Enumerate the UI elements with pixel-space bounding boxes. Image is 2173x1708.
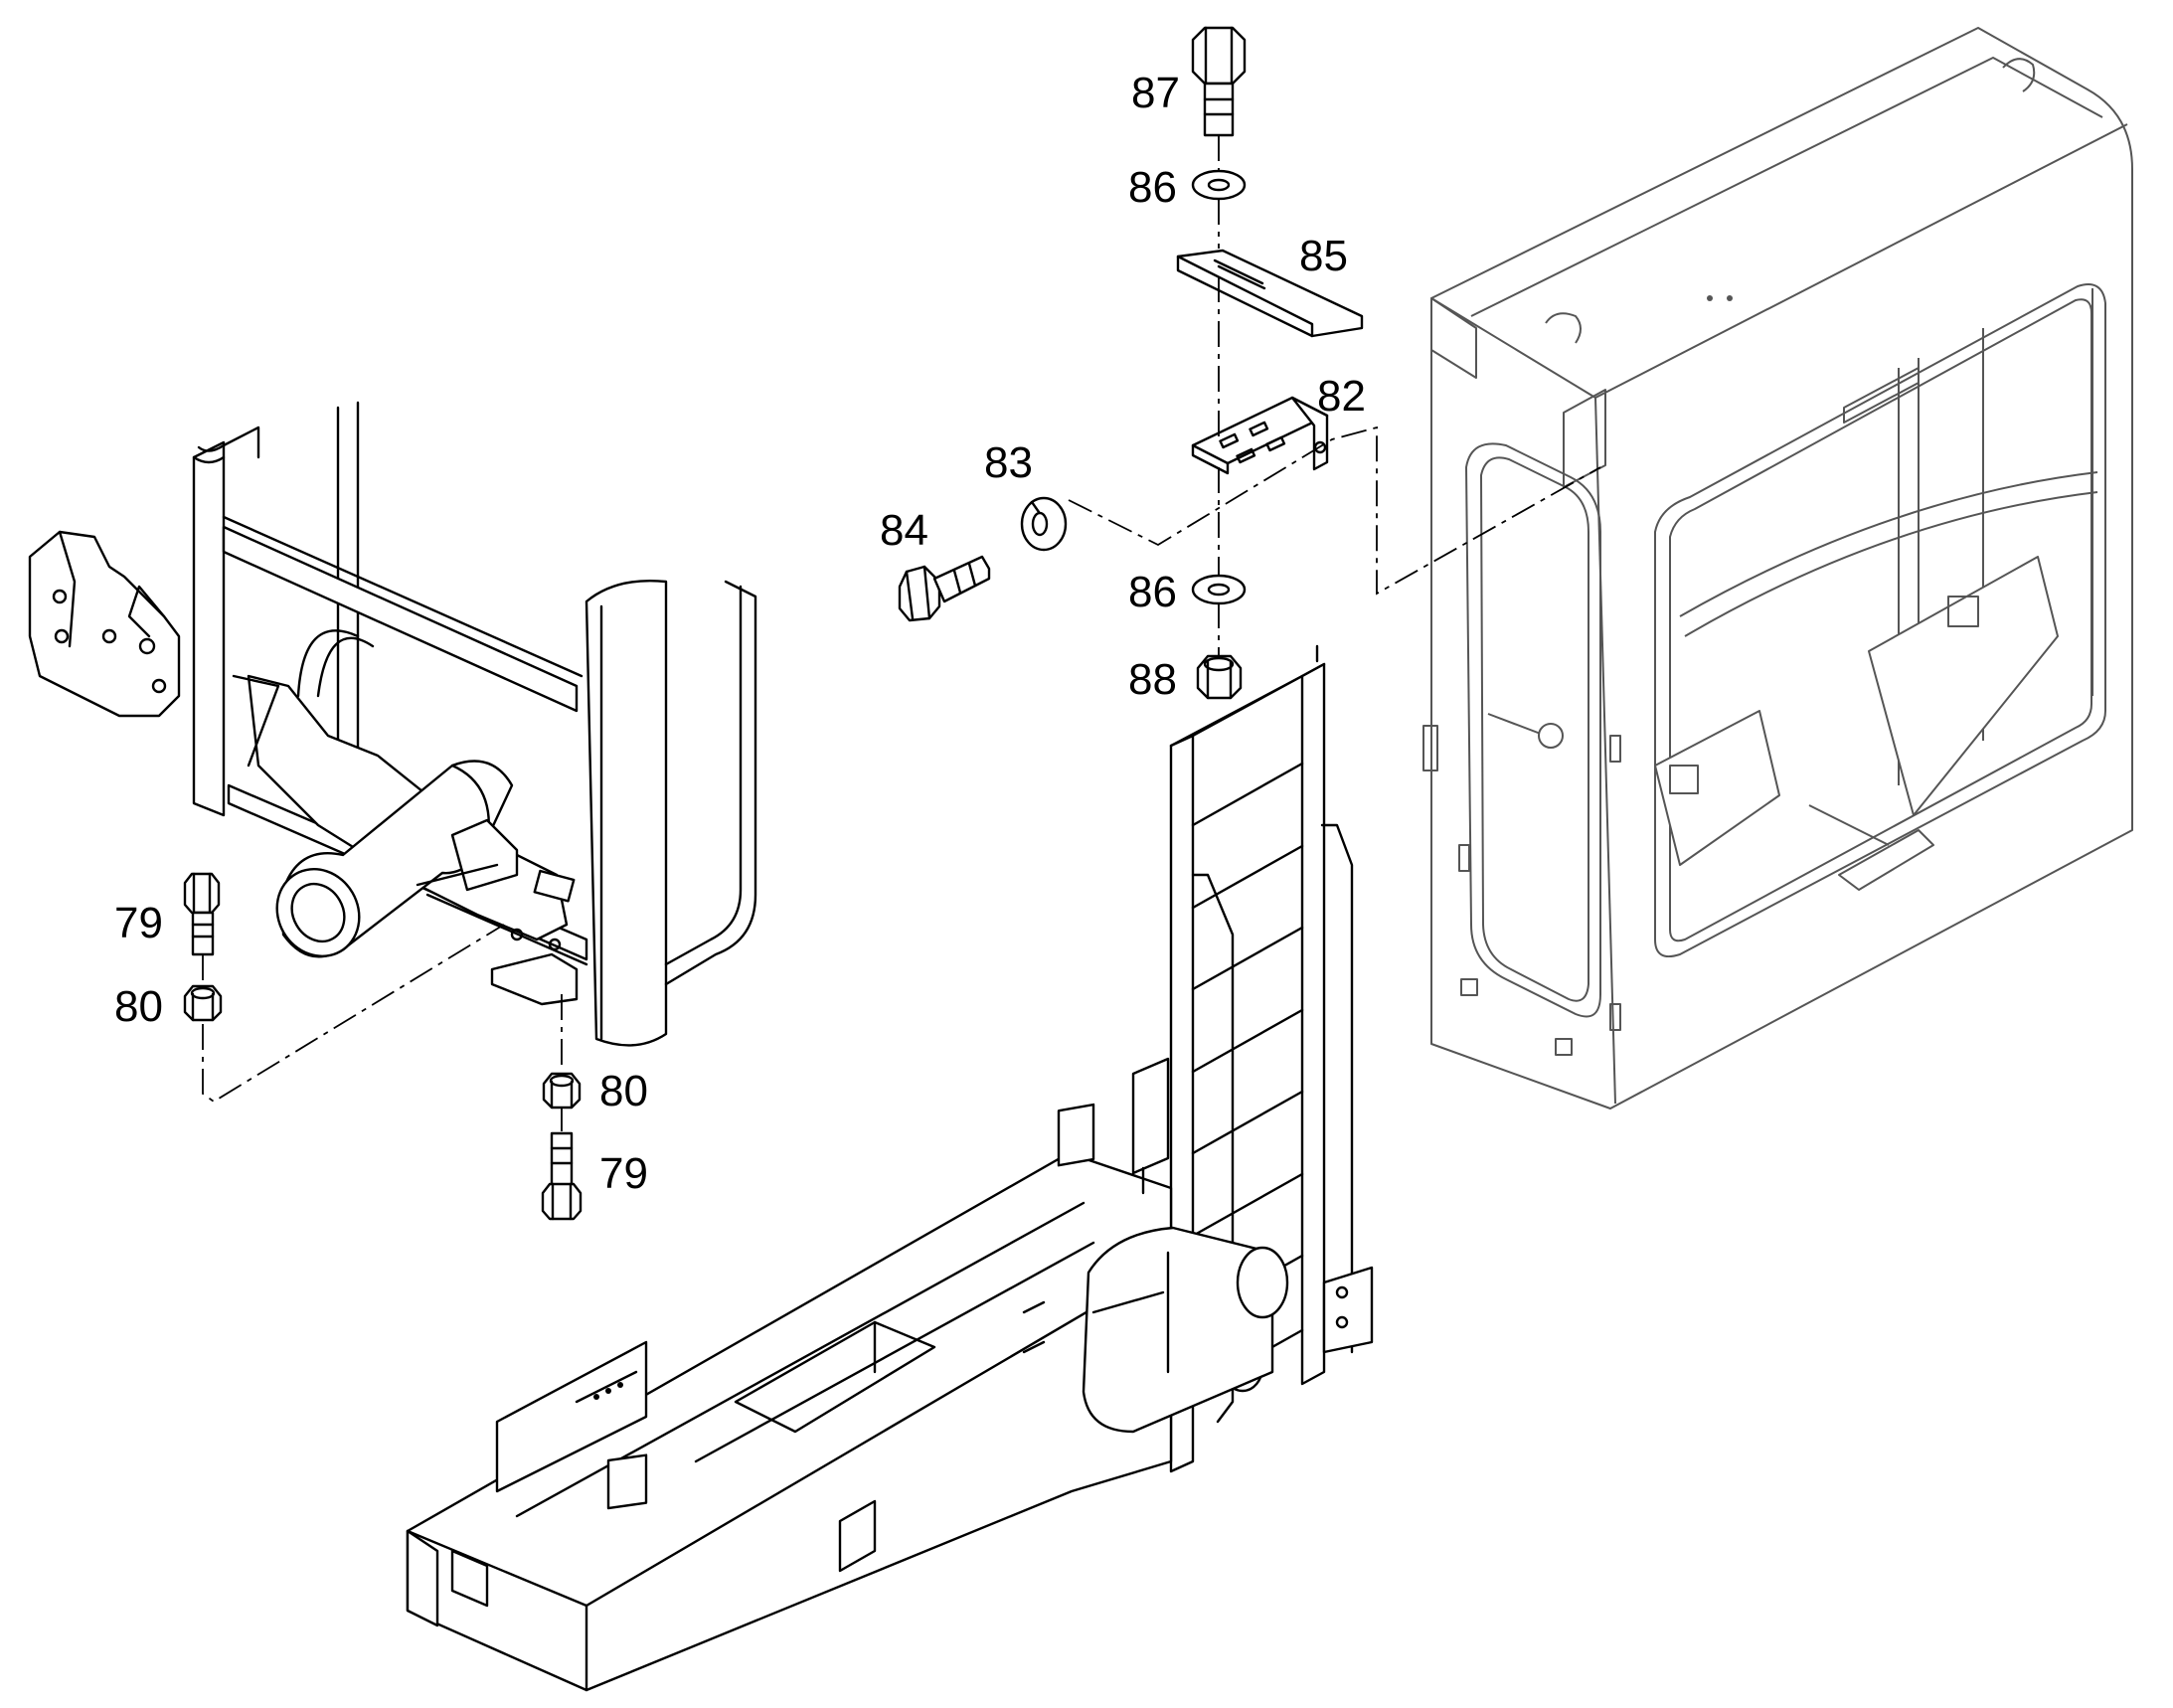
washer-86-lower: [1191, 574, 1247, 605]
callout-86-top: 86: [1128, 163, 1177, 212]
frame-assembly: [28, 401, 757, 1047]
callout-labels: 87 86 85 82 83 84 86 88 79 80 80 79: [114, 69, 1366, 1198]
callout-80-upper: 80: [114, 982, 163, 1031]
callout-80-lower: 80: [599, 1067, 648, 1115]
callout-79-lower: 79: [599, 1149, 648, 1198]
callout-79-upper: 79: [114, 899, 163, 947]
lock-washer-83: [1020, 496, 1068, 552]
bolt-79-lower: [541, 1131, 583, 1221]
bolt-79-upper: [183, 872, 221, 956]
callout-83: 83: [984, 438, 1033, 487]
callout-86-lower: 86: [1128, 568, 1177, 616]
bolt-84: [898, 555, 991, 622]
callout-87: 87: [1131, 69, 1180, 117]
assembly-lines: [202, 135, 1601, 1131]
nut-88: [1196, 654, 1243, 700]
callout-85: 85: [1299, 232, 1348, 280]
nut-80-lower: [542, 1072, 582, 1110]
callout-88: 88: [1128, 655, 1177, 704]
callout-84: 84: [880, 506, 928, 555]
nut-80-upper: [183, 984, 223, 1022]
chassis-assembly: [406, 1057, 1289, 1692]
washer-86-top: [1191, 169, 1247, 201]
plate-85: [1176, 249, 1364, 338]
callout-82: 82: [1317, 372, 1366, 421]
cab-assembly: [1422, 27, 2133, 1110]
bolt-87: [1191, 26, 1247, 137]
bracket-82: [1191, 396, 1329, 475]
